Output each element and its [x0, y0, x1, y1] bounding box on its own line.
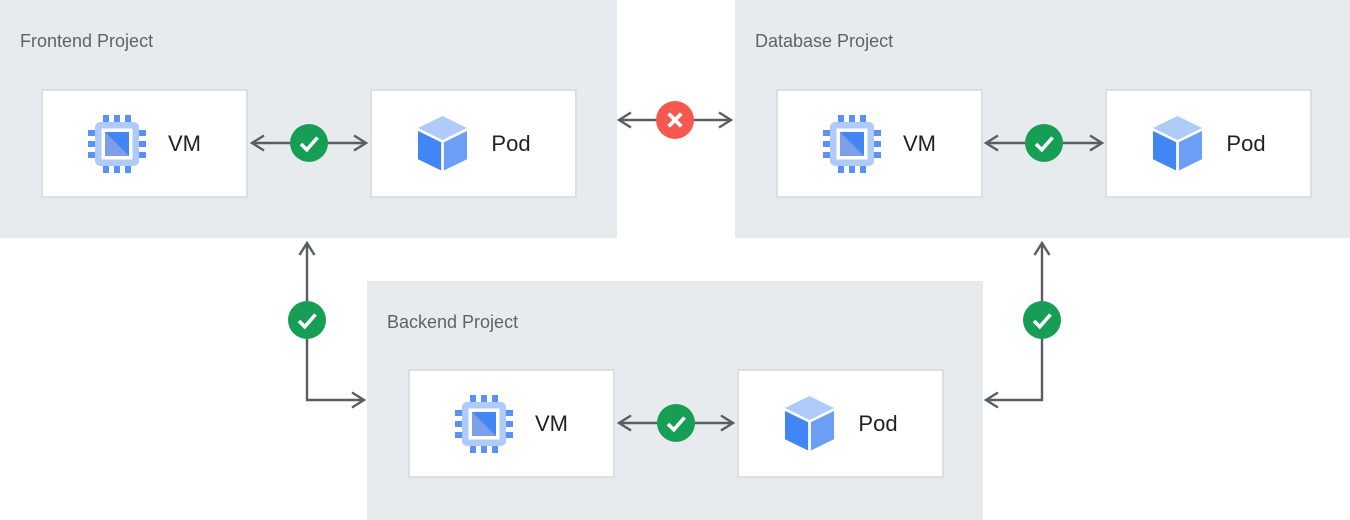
allowed-badge-backend-internal — [657, 404, 695, 442]
allowed-badge-database-internal — [1025, 124, 1063, 162]
vm-node: VM — [41, 89, 248, 198]
panel-title: Frontend Project — [20, 31, 154, 51]
check-icon — [1025, 124, 1063, 162]
vm-chip-icon — [88, 115, 146, 173]
panel-database-project: Database Project VM Pod — [735, 0, 1350, 238]
panel-title: Database Project — [755, 31, 894, 51]
node-label: VM — [535, 410, 568, 436]
check-icon — [657, 404, 695, 442]
pod-node: Pod — [1105, 89, 1312, 198]
check-icon — [290, 124, 328, 162]
pod-cube-icon — [1151, 115, 1204, 172]
panel-backend-project: Backend Project VM Pod — [367, 281, 983, 520]
vm-node: VM — [776, 89, 983, 198]
panel-frontend-project: Frontend Project VM Pod — [0, 0, 617, 238]
node-label: Pod — [491, 130, 531, 156]
node-label: VM — [903, 130, 936, 156]
check-icon — [1023, 301, 1061, 339]
allowed-badge-frontend-internal — [290, 124, 328, 162]
node-label: Pod — [1226, 130, 1266, 156]
check-icon — [288, 301, 326, 339]
pod-node: Pod — [370, 89, 577, 198]
panel-title: Backend Project — [387, 312, 519, 332]
allowed-badge-database-backend — [1023, 301, 1061, 339]
pod-node: Pod — [737, 369, 944, 478]
allowed-badge-frontend-backend — [288, 301, 326, 339]
pod-cube-icon — [416, 115, 469, 172]
node-label: Pod — [858, 410, 898, 436]
pod-cube-icon — [783, 395, 836, 452]
x-icon — [656, 101, 694, 139]
vm-chip-icon — [455, 395, 513, 453]
vm-chip-icon — [823, 115, 881, 173]
vm-node: VM — [408, 369, 615, 478]
blocked-badge-frontend-database — [656, 101, 694, 139]
node-label: VM — [168, 130, 201, 156]
